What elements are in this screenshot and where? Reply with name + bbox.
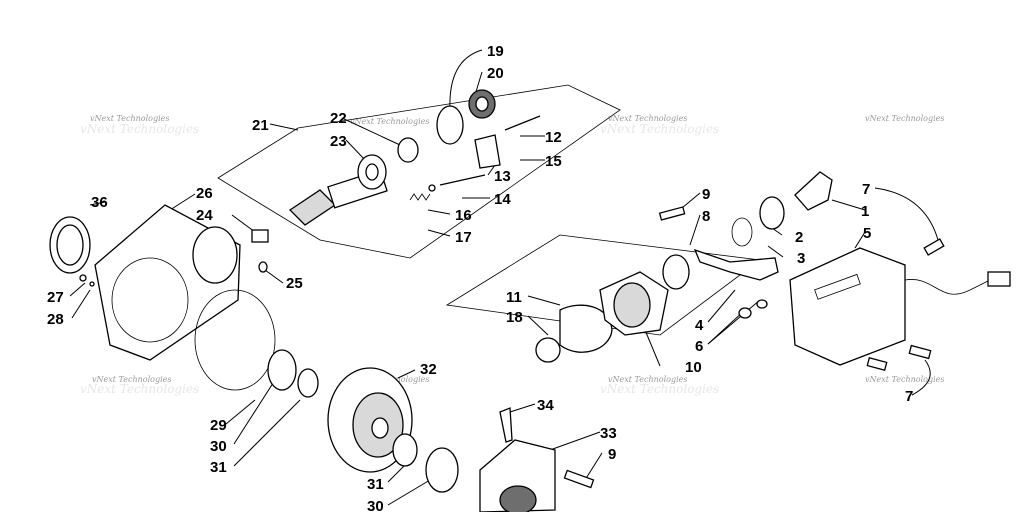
cover-33 <box>479 439 556 512</box>
callout-16: 16 <box>455 207 472 224</box>
bolt-9b <box>563 469 595 489</box>
callout-27: 27 <box>47 289 64 306</box>
washer-27 <box>79 274 87 282</box>
pin-12 <box>504 115 541 131</box>
callout-28: 28 <box>47 311 64 328</box>
callout-26: 26 <box>196 185 213 202</box>
watermarks: vNext Technologies vNext Technologies vN… <box>80 114 944 396</box>
callout-7: 7 <box>905 388 913 405</box>
seal-2 <box>759 196 785 230</box>
watermark-text: vNext Technologies <box>350 117 429 126</box>
pinion-gear <box>288 189 337 226</box>
callout-13: 13 <box>494 168 511 185</box>
ring-31 <box>297 368 319 398</box>
callout-36: 36 <box>91 194 108 211</box>
fork-13 <box>474 134 501 169</box>
gear-case-group <box>535 206 779 363</box>
callout-labels: 1 2 3 4 5 6 7 7 8 9 9 10 11 12 13 14 15 … <box>47 43 913 512</box>
callout-12: 12 <box>545 129 562 146</box>
callout-9: 9 <box>608 446 616 463</box>
callout-25: 25 <box>286 275 303 292</box>
watermark-ghost: vNext Technologies <box>600 122 719 136</box>
callout-29: 29 <box>210 417 227 434</box>
o-ring-29 <box>194 289 276 391</box>
pinion-assembly <box>251 89 541 273</box>
bracket-4 <box>693 248 779 281</box>
bolt-7b <box>908 344 932 360</box>
washer-6a <box>738 307 752 319</box>
callout-4: 4 <box>695 317 704 334</box>
connector <box>987 271 1011 287</box>
watermark-text: vNext Technologies <box>92 375 171 384</box>
snap-ring-3 <box>731 217 753 247</box>
ring-31b <box>392 433 418 467</box>
watermark-text: vNext Technologies <box>865 375 944 384</box>
callout-6: 6 <box>695 338 703 355</box>
wire-harness <box>904 279 991 295</box>
callout-5: 5 <box>863 225 871 242</box>
vent-fitting-34 <box>499 407 513 443</box>
bolt-7a <box>923 238 945 256</box>
watermark-text: vNext Technologies <box>90 114 169 123</box>
retaining-ring-18 <box>535 337 561 363</box>
callout-15: 15 <box>545 153 562 170</box>
bearing-8 <box>662 254 690 290</box>
group-box-21 <box>217 84 621 259</box>
bearing-30 <box>267 349 297 391</box>
watermark-ghost: vNext Technologies <box>80 382 199 396</box>
callout-31: 31 <box>210 459 227 476</box>
spring-17 <box>409 193 431 201</box>
watermark-text: vNext Technologies <box>608 375 687 384</box>
shaft-14 <box>439 174 486 186</box>
callout-10: 10 <box>685 359 702 376</box>
washer-6b <box>756 299 768 309</box>
ball-16 <box>428 184 436 192</box>
washer-25 <box>258 261 268 273</box>
leader-lines <box>69 49 939 506</box>
watermark-ghost: vNext Technologies <box>600 382 719 396</box>
bolt-7c <box>866 357 888 371</box>
ring-gear-group <box>327 367 595 512</box>
actuator-group <box>731 171 1011 371</box>
watermark-ghost: vNext Technologies <box>80 122 199 136</box>
watermark-text: vNext Technologies <box>865 114 944 123</box>
callout-22: 22 <box>330 110 347 127</box>
watermark-text: vNext Technologies <box>608 114 687 123</box>
callout-30: 30 <box>367 498 384 512</box>
callout-18: 18 <box>506 309 523 326</box>
callout-2: 2 <box>795 229 803 246</box>
bearing-30b <box>425 447 459 493</box>
bolt-9a <box>658 206 686 221</box>
callout-1: 1 <box>861 203 869 220</box>
callout-30: 30 <box>210 438 227 455</box>
callout-24: 24 <box>196 207 213 224</box>
coupler-1 <box>794 171 833 211</box>
gasket-11 <box>559 304 613 353</box>
callout-11: 11 <box>506 289 522 306</box>
callout-7: 7 <box>862 181 870 198</box>
differential-housing <box>49 204 319 398</box>
ring-19 <box>436 105 464 145</box>
actuator-5 <box>789 247 906 366</box>
callout-14: 14 <box>494 191 511 208</box>
callout-31: 31 <box>367 476 384 493</box>
callout-3: 3 <box>797 250 805 267</box>
callout-32: 32 <box>420 361 437 378</box>
callout-8: 8 <box>702 208 710 225</box>
callout-23: 23 <box>330 133 347 150</box>
callout-17: 17 <box>455 229 472 246</box>
callout-9: 9 <box>702 186 710 203</box>
bushing-24 <box>251 229 269 243</box>
callout-19: 19 <box>487 43 504 60</box>
callout-34: 34 <box>537 397 554 414</box>
callout-21: 21 <box>252 117 269 134</box>
pin-28 <box>89 281 95 287</box>
callout-20: 20 <box>487 65 504 82</box>
bushing-22 <box>397 137 419 163</box>
callout-33: 33 <box>600 425 617 442</box>
